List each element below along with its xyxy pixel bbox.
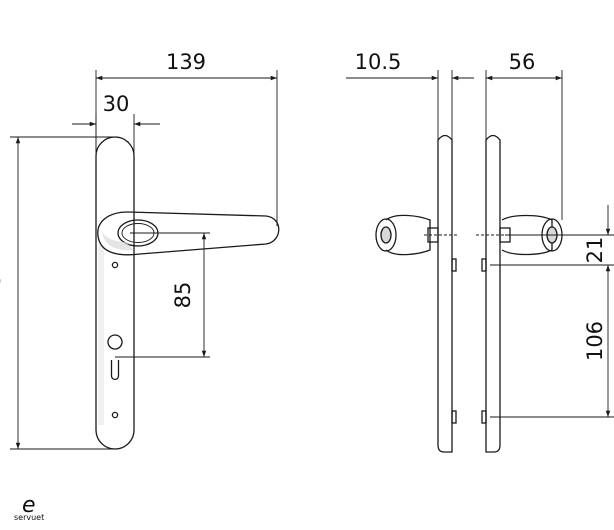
side-view-left xyxy=(375,134,458,453)
front-view xyxy=(95,136,280,450)
brand-logo: e servuet xyxy=(14,493,44,522)
lever-handle xyxy=(97,211,280,256)
cylinder-cutout xyxy=(107,334,123,350)
svg-text:e: e xyxy=(22,493,36,518)
dim-handle-to-screw: 21 xyxy=(583,237,607,264)
dim-plate-thickness: 10.5 xyxy=(355,50,402,74)
screw-hole-bottom xyxy=(111,411,119,419)
screw-hole-top xyxy=(111,261,119,269)
dim-screw-spacing: 106 xyxy=(583,321,607,361)
back-plate xyxy=(95,136,135,450)
dim-handle-to-cylinder: 85 xyxy=(171,282,195,309)
dim-plate-width: 30 xyxy=(103,92,130,116)
side-plate-left xyxy=(437,134,453,453)
side-handle-left xyxy=(385,214,431,256)
side-dimensions: 10.5 56 21 106 xyxy=(346,50,614,418)
side-view-right xyxy=(476,134,563,453)
dim-overall-length: 139 xyxy=(166,50,206,74)
dim-handle-projection: 56 xyxy=(509,50,536,74)
front-dimensions: 139 30 215 85 xyxy=(0,50,278,450)
dim-plate-height: 215 xyxy=(0,273,5,313)
svg-text:servuet: servuet xyxy=(14,513,44,522)
side-plate-right xyxy=(485,134,501,453)
